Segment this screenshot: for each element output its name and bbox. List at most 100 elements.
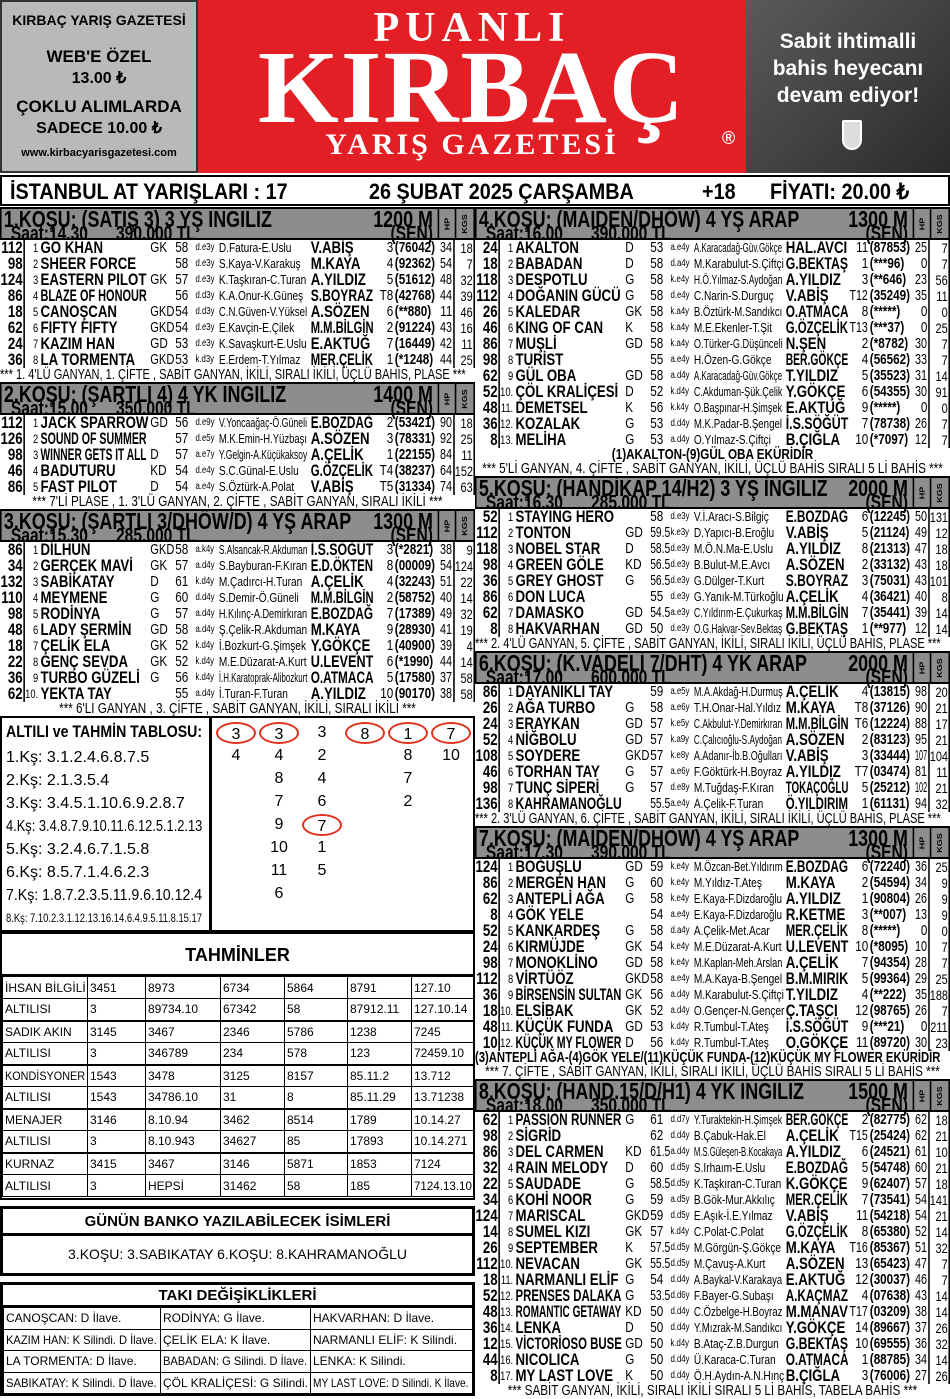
equipment-cell: G bbox=[625, 1176, 650, 1192]
ad-banner[interactable]: Sabit ihtimalli bahis heyecanı devam edi… bbox=[746, 0, 950, 173]
owner-trainer-cell: B.Çabuk-Hak.El bbox=[694, 1128, 786, 1144]
form-cell: (89720) bbox=[870, 1035, 915, 1051]
kgs: 7 bbox=[941, 336, 948, 352]
race-distance: 1300 M bbox=[848, 825, 908, 851]
form: (16449) bbox=[394, 335, 436, 352]
jockey: U.LEVENT bbox=[785, 937, 849, 956]
kgs-cell: 46 bbox=[455, 304, 476, 320]
program-number: 5 bbox=[32, 305, 39, 319]
horse-name: HAKVARHAN bbox=[515, 619, 600, 638]
hp: 46 bbox=[914, 1271, 927, 1288]
points-cell: 18 bbox=[475, 255, 500, 272]
age-sex: d.d4y bbox=[670, 1130, 690, 1141]
owner-trainer: C.Özbelge-H.Boyraz bbox=[693, 1304, 783, 1319]
website-link[interactable]: www.kirbacyarisgazetesi.com bbox=[21, 147, 177, 159]
race-distance: 1400 M bbox=[373, 381, 433, 407]
equipment: GK bbox=[625, 1002, 643, 1019]
jockey: M.M.BİLGİN bbox=[310, 588, 374, 607]
